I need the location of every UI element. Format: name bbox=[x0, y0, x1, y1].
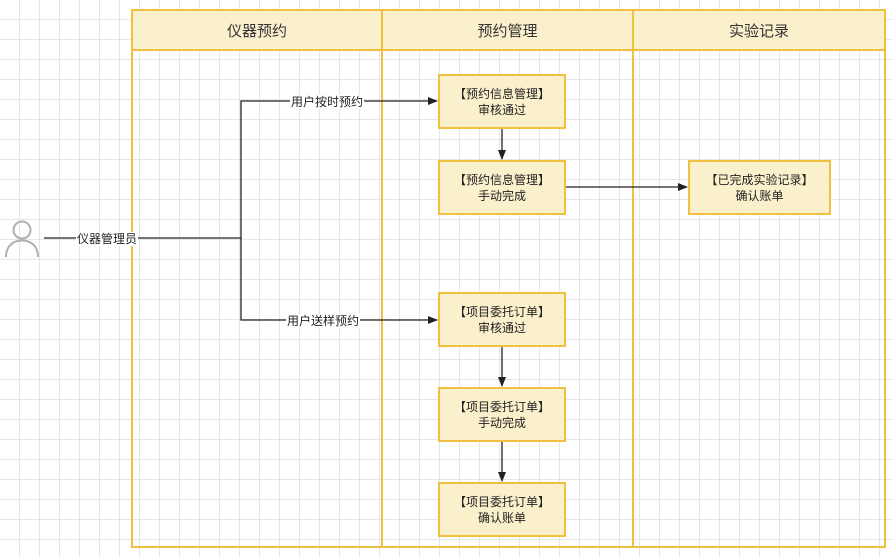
node-booking-approved[interactable]: 【预约信息管理】 审核通过 bbox=[438, 74, 566, 129]
lane-experiment-records: 实验记录 bbox=[632, 9, 886, 548]
lane-title: 仪器预约 bbox=[226, 21, 287, 40]
lane-title: 预约管理 bbox=[477, 21, 538, 40]
node-order-approved[interactable]: 【项目委托订单】 审核通过 bbox=[438, 292, 566, 347]
node-record-confirm-bill[interactable]: 【已完成实验记录】 确认账单 bbox=[688, 160, 831, 215]
node-title: 【预约信息管理】 bbox=[453, 172, 550, 187]
node-order-manual-complete[interactable]: 【项目委托订单】 手动完成 bbox=[438, 387, 566, 442]
node-booking-manual-complete[interactable]: 【预约信息管理】 手动完成 bbox=[438, 160, 566, 215]
edge-label-timed-booking: 用户按时预约 bbox=[290, 95, 365, 109]
node-title: 【预约信息管理】 bbox=[453, 86, 550, 101]
node-status: 确认账单 bbox=[477, 510, 526, 525]
lane-header: 实验记录 bbox=[634, 11, 884, 51]
node-title: 【项目委托订单】 bbox=[453, 399, 550, 414]
actor-label: 仪器管理员 bbox=[76, 232, 139, 246]
node-status: 审核通过 bbox=[477, 320, 526, 335]
node-status: 审核通过 bbox=[477, 102, 526, 117]
lane-header: 仪器预约 bbox=[133, 11, 381, 51]
lane-title: 实验记录 bbox=[728, 21, 789, 40]
edge-label-sample-booking: 用户送样预约 bbox=[286, 314, 361, 328]
lane-booking-management: 预约管理 bbox=[381, 9, 634, 548]
node-title: 【项目委托订单】 bbox=[453, 304, 550, 319]
lane-header: 预约管理 bbox=[383, 11, 632, 51]
node-order-confirm-bill[interactable]: 【项目委托订单】 确认账单 bbox=[438, 482, 566, 537]
node-status: 手动完成 bbox=[477, 188, 526, 203]
node-title: 【项目委托订单】 bbox=[453, 494, 550, 509]
edge-timed-booking bbox=[240, 97, 438, 238]
node-status: 手动完成 bbox=[477, 415, 526, 430]
lane-instrument-booking: 仪器预约 bbox=[131, 9, 383, 548]
node-title: 【已完成实验记录】 bbox=[705, 172, 814, 187]
user-icon bbox=[5, 220, 39, 258]
edge-sample-booking bbox=[240, 238, 438, 324]
node-status: 确认账单 bbox=[735, 188, 784, 203]
